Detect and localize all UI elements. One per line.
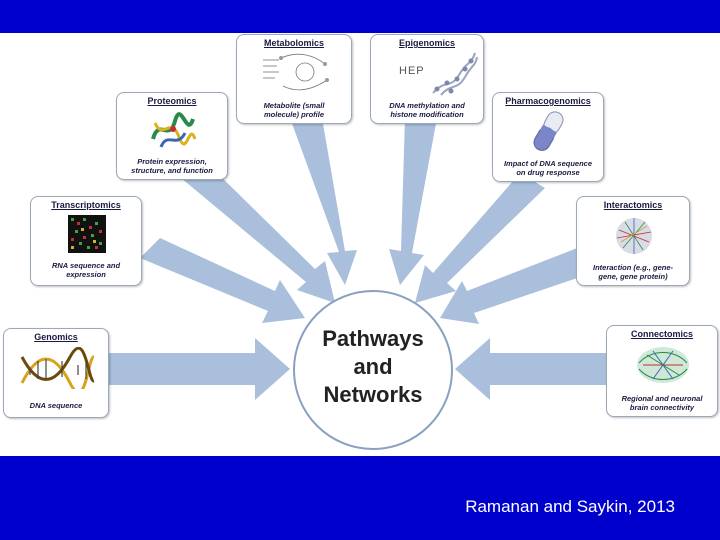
methylated-dna-icon [432, 52, 478, 96]
transcriptomics-title: Transcriptomics [51, 200, 121, 210]
interaction-network-icon [616, 218, 652, 254]
arrow-interactomics [440, 245, 598, 324]
connectomics-caption: Regional and neuronal brain connectivity [609, 394, 715, 412]
bottom-band [0, 456, 720, 540]
metabolic-pathway-icon [263, 53, 329, 91]
proteomics-caption-1: Protein expression, [137, 157, 207, 166]
epigenomics-image-text: HEP [399, 65, 425, 77]
proteomics-title: Proteomics [147, 96, 197, 106]
arrows-layer [100, 118, 620, 400]
arrow-connectomics [455, 338, 620, 400]
center-circle: Pathways and Networks [293, 290, 453, 450]
interactomics-caption-1: Interaction (e.g., gene- [592, 263, 673, 272]
arrow-transcriptomics [140, 238, 305, 323]
proteomics-box: Proteomics Protein expression, structure… [116, 92, 228, 180]
epigenomics-caption-2: histone modification [390, 110, 464, 119]
metabolomics-box: Metabolomics Metabolite (small molecule)… [236, 34, 352, 124]
dna-helix-icon [20, 347, 96, 389]
genomics-box: Genomics DNA sequence [3, 328, 109, 418]
connectomics-box: Connectomics Regional and neuronal brain… [606, 325, 718, 417]
center-line-1: Pathways [322, 326, 424, 351]
arrow-epigenomics [389, 118, 437, 285]
arrow-pharmacogenomics [415, 173, 545, 303]
arrow-metabolomics [290, 118, 357, 285]
pharmacogenomics-caption: Impact of DNA sequence on drug response [495, 159, 601, 177]
pharmacogenomics-caption-2: on drug response [516, 168, 580, 177]
proteomics-caption-2: structure, and function [131, 166, 213, 175]
epigenomics-box: Epigenomics HEP DNA methylation and hist… [370, 34, 484, 124]
genomics-caption: DNA sequence [6, 401, 106, 410]
brain-connectivity-icon [637, 347, 689, 383]
connectomics-title: Connectomics [630, 329, 693, 339]
citation-text: Ramanan and Saykin, 2013 [465, 497, 675, 516]
arrow-genomics [100, 338, 290, 400]
pill-capsule-icon [533, 111, 564, 151]
interactomics-title: Interactomics [603, 200, 663, 210]
transcriptomics-caption: RNA sequence and expression [33, 261, 139, 279]
interactomics-box: Interactomics Interaction (e.g., gene- g… [576, 196, 690, 286]
metabolomics-caption-2: molecule) profile [263, 110, 324, 119]
interactomics-caption-2: gene, gene protein) [598, 272, 668, 281]
metabolomics-caption-1: Metabolite (small [263, 101, 325, 110]
epigenomics-title: Epigenomics [398, 38, 455, 48]
pharmacogenomics-title: Pharmacogenomics [505, 96, 591, 106]
epigenomics-caption-1: DNA methylation and [389, 101, 465, 110]
transcriptomics-box: Transcriptomics RNA sequence and express… [30, 196, 142, 286]
epigenomics-caption: DNA methylation and histone modification [373, 101, 481, 119]
genomics-caption-1: DNA sequence [29, 401, 83, 410]
center-line-3: Networks [323, 382, 423, 407]
arrow-proteomics [175, 161, 335, 303]
protein-structure-icon [151, 112, 197, 148]
genomics-title: Genomics [34, 332, 78, 342]
pharmacogenomics-box: Pharmacogenomics Impact of DNA sequence … [492, 92, 604, 182]
transcriptomics-caption-1: RNA sequence and [51, 261, 121, 270]
proteomics-caption: Protein expression, structure, and funct… [119, 157, 225, 175]
interactomics-caption: Interaction (e.g., gene- gene, gene prot… [579, 263, 687, 281]
top-band [0, 0, 720, 33]
center-label: Pathways and Networks [295, 325, 451, 409]
metabolomics-title: Metabolomics [263, 38, 324, 48]
transcriptomics-caption-2: expression [66, 270, 106, 279]
microarray-icon [68, 215, 106, 253]
center-line-2: and [353, 354, 393, 379]
metabolomics-caption: Metabolite (small molecule) profile [239, 101, 349, 119]
connectomics-caption-2: brain connectivity [629, 403, 695, 412]
connectomics-caption-1: Regional and neuronal [621, 394, 703, 403]
pharmacogenomics-caption-1: Impact of DNA sequence [503, 159, 593, 168]
